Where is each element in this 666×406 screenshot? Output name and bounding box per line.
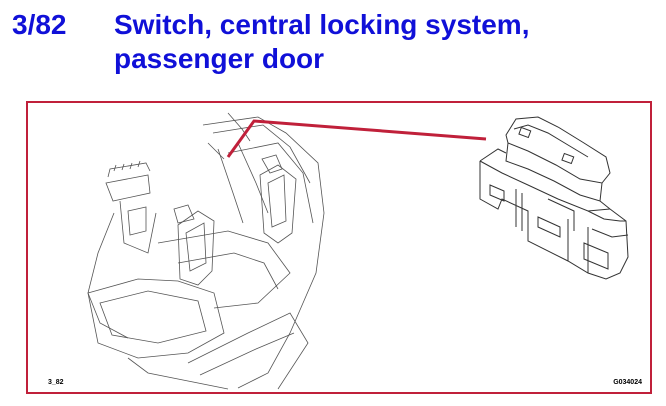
page-title: Switch, central locking system, passenge… bbox=[114, 9, 530, 74]
car-interior-drawing bbox=[87, 112, 325, 390]
figure-ref-left: 3_82 bbox=[48, 379, 64, 386]
door-switch-drawing bbox=[479, 116, 629, 280]
illustration-frame: 3_82 G034024 bbox=[26, 101, 652, 394]
leader-line bbox=[226, 119, 487, 158]
illustration bbox=[87, 112, 629, 390]
figure-ref-right: G034024 bbox=[613, 379, 642, 386]
section-number: 3/82 bbox=[12, 9, 67, 40]
